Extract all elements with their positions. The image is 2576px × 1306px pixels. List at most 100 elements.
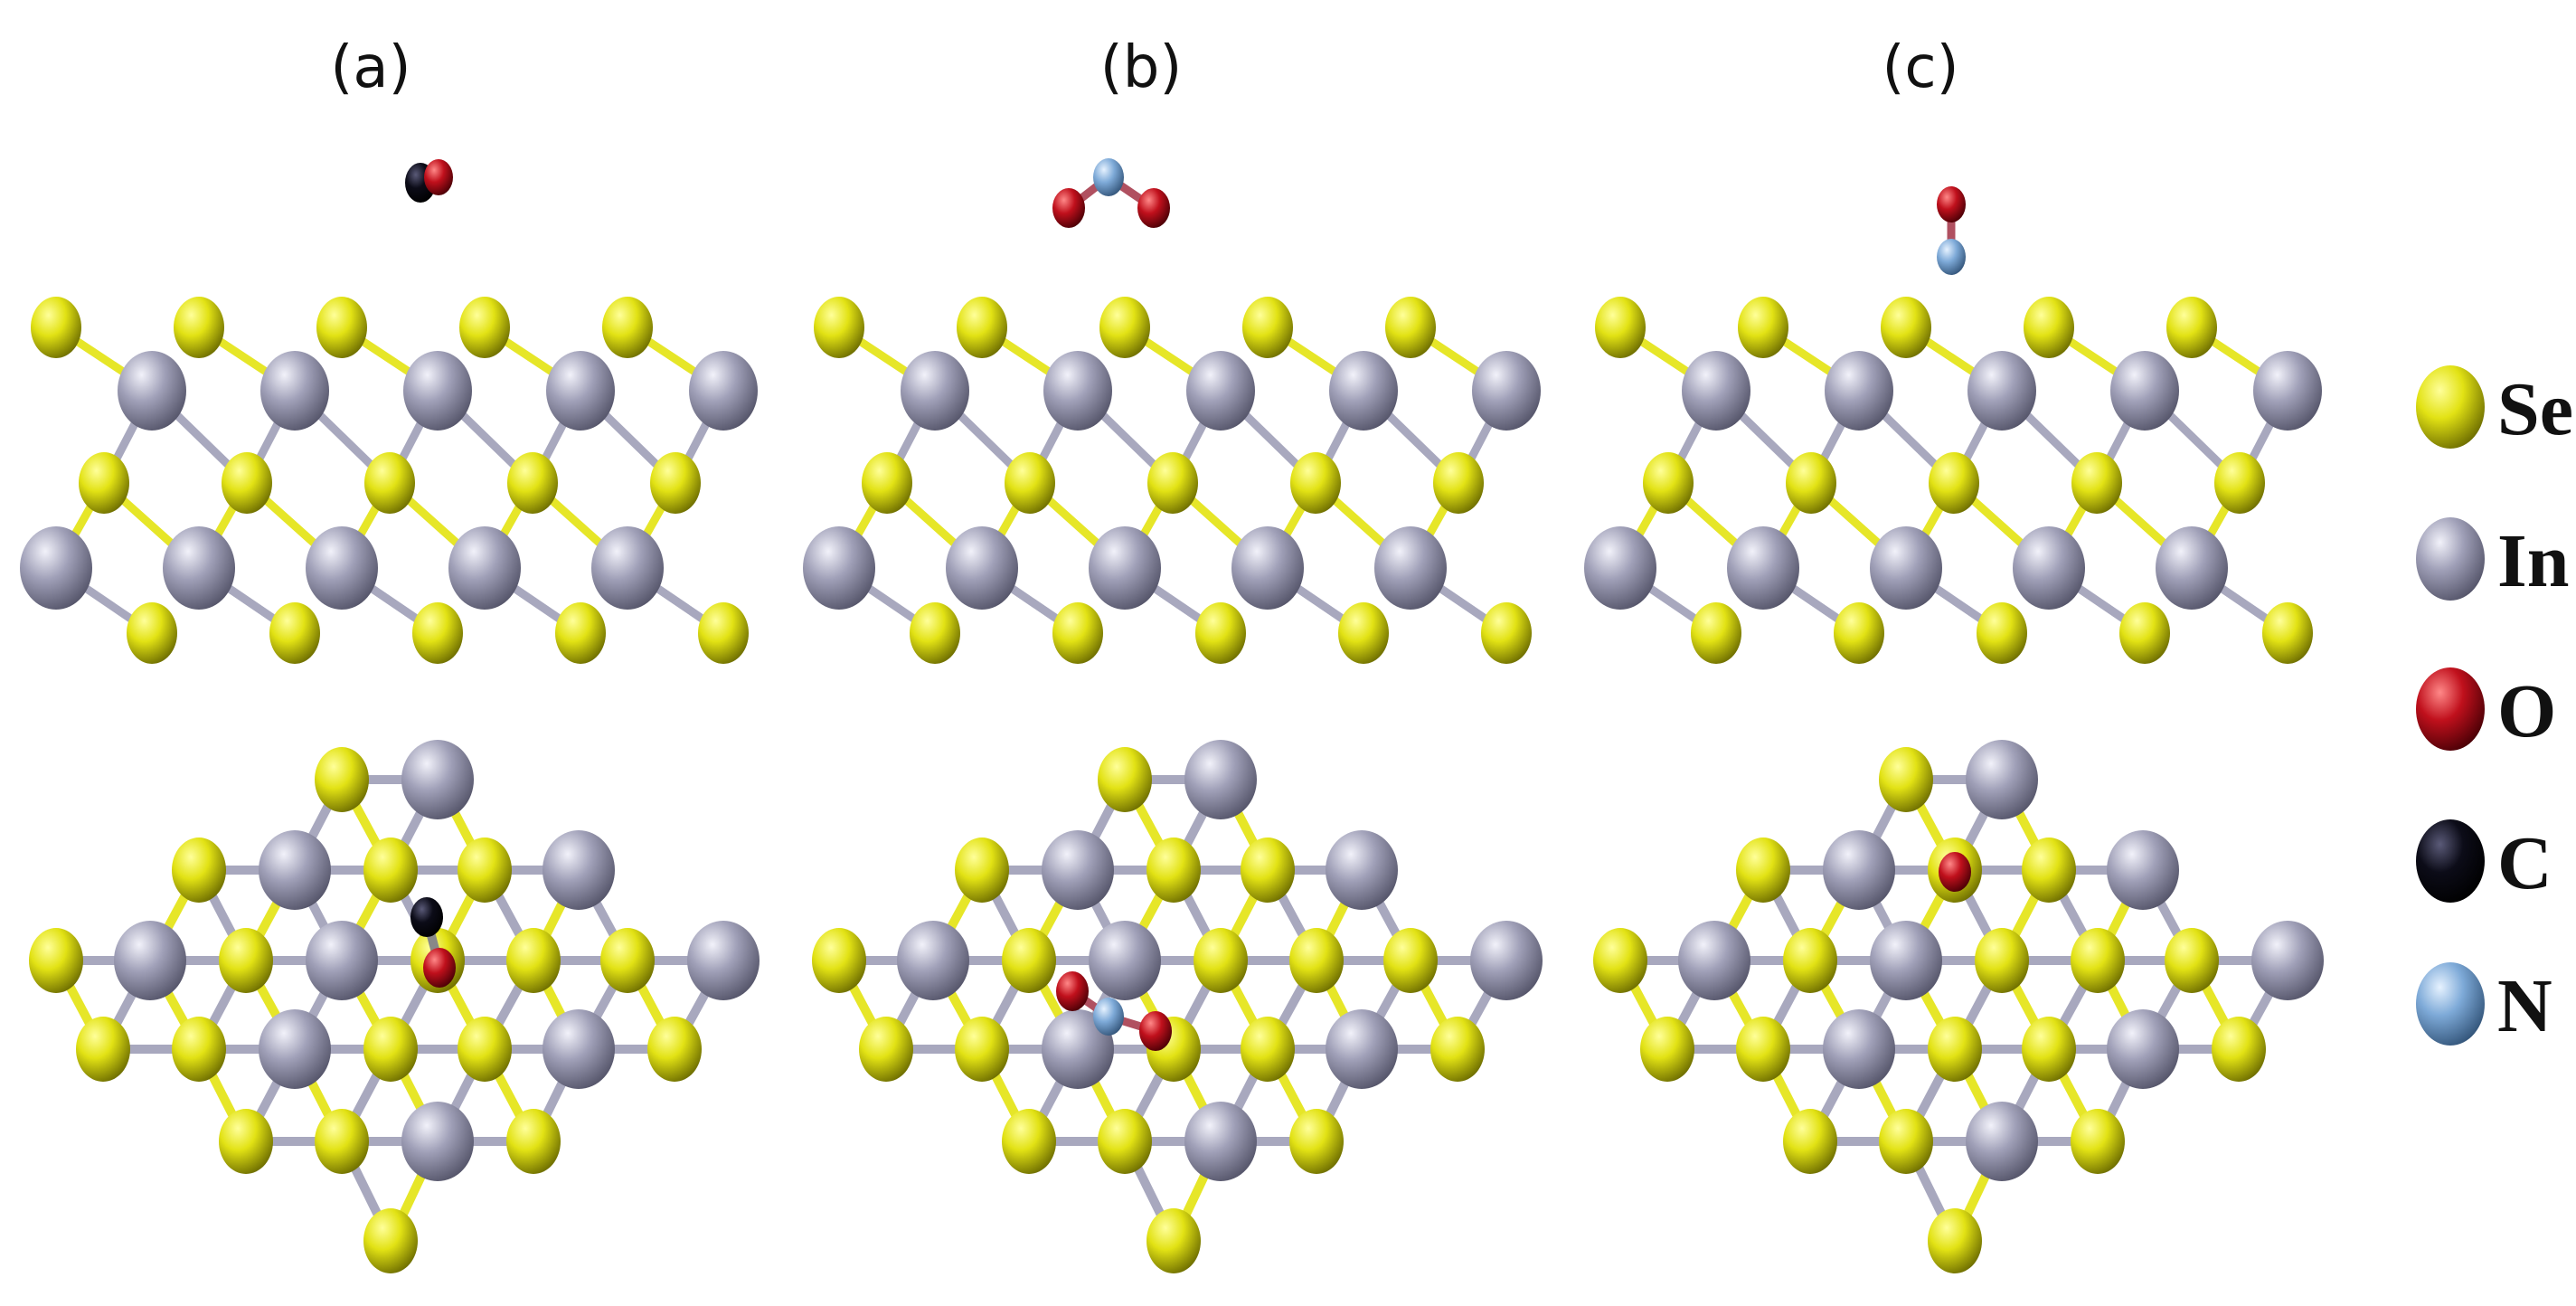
se-atom [650, 452, 701, 514]
legend-n-label: N [2497, 964, 2552, 1048]
c-atom [410, 897, 443, 937]
in-atom [1966, 1102, 2038, 1181]
se-atom [506, 928, 561, 993]
legend-in-atom [2416, 517, 2485, 601]
legend-entry-in: In [2416, 517, 2569, 603]
in-atom [1823, 830, 1895, 910]
in-atom [2107, 830, 2179, 910]
se-atom [315, 1109, 369, 1174]
se-atom [1783, 928, 1837, 993]
se-atom [459, 297, 510, 358]
se-atom [1099, 297, 1150, 358]
o-atom [1137, 188, 1170, 228]
in-atom [1470, 921, 1543, 1000]
se-atom [363, 838, 418, 903]
se-atom [1002, 1109, 1056, 1174]
side-view-a [20, 297, 758, 664]
se-atom [2071, 1109, 2125, 1174]
se-atom [1783, 1109, 1837, 1174]
se-atom [1383, 928, 1438, 993]
n-atom [1093, 998, 1124, 1036]
in-atom [1329, 351, 1398, 431]
se-atom [2024, 297, 2074, 358]
se-atom [1643, 452, 1694, 514]
in-atom [901, 351, 969, 431]
n-atom [1093, 158, 1124, 196]
in-atom [1967, 351, 2036, 431]
se-atom [79, 452, 129, 514]
molecule-no2-b-top [1056, 971, 1172, 1051]
se-atom [2166, 297, 2217, 358]
in-atom [591, 526, 664, 610]
se-atom [1879, 1109, 1933, 1174]
se-atom [1430, 1017, 1485, 1082]
in-atom [1231, 526, 1304, 610]
element-legend: Se In O C N [2416, 365, 2573, 1048]
side-view-c [1584, 297, 2322, 664]
se-atom [1834, 602, 1884, 664]
in-atom [803, 526, 875, 610]
o-atom [1939, 852, 1971, 892]
se-atom [219, 928, 273, 993]
legend-c-atom [2416, 819, 2485, 903]
in-atom [306, 526, 378, 610]
molecule-no-c [1937, 186, 1966, 275]
se-atom [1385, 297, 1436, 358]
legend-se-label: Se [2497, 367, 2573, 451]
legend-in-label: In [2497, 519, 2569, 603]
se-atom [222, 452, 272, 514]
se-atom [2165, 928, 2219, 993]
se-atom [2214, 452, 2265, 514]
in-atom [1089, 921, 1161, 1000]
se-atom [315, 747, 369, 812]
se-atom [1975, 928, 2029, 993]
o-atom [1937, 186, 1966, 222]
se-atom [127, 602, 177, 664]
molecule-co-a-top [410, 897, 456, 988]
se-atom [31, 297, 81, 358]
se-atom [814, 297, 864, 358]
se-atom [1481, 602, 1532, 664]
in-atom [306, 921, 378, 1000]
se-atom [1098, 747, 1152, 812]
se-atom [1289, 928, 1344, 993]
se-atom [412, 602, 463, 664]
se-atom [269, 602, 320, 664]
panel-label-b: (b) [1100, 34, 1183, 101]
in-atom [1042, 1009, 1114, 1089]
se-atom [506, 1109, 561, 1174]
in-atom [543, 830, 615, 910]
se-atom [2071, 928, 2125, 993]
se-atom [2119, 602, 2170, 664]
se-atom [29, 928, 83, 993]
in-atom [2013, 526, 2085, 610]
in-atom [1870, 526, 1942, 610]
in-atom [897, 921, 969, 1000]
o-atom [424, 159, 453, 195]
in-atom [1727, 526, 1799, 610]
in-atom [546, 351, 615, 431]
legend-entry-o: O [2416, 667, 2556, 753]
se-atom [1242, 297, 1293, 358]
se-atom [364, 452, 415, 514]
molecule-no-c-top [1939, 852, 1971, 892]
se-atom [363, 1208, 418, 1273]
in-atom [1472, 351, 1541, 431]
se-atom [458, 838, 512, 903]
se-atom [174, 297, 224, 358]
in-atom [259, 1009, 331, 1089]
in-atom [20, 526, 92, 610]
legend-o-atom [2416, 667, 2485, 751]
in-atom [689, 351, 758, 431]
se-atom [647, 1017, 702, 1082]
molecule-co-a [405, 159, 453, 203]
se-atom [172, 1017, 226, 1082]
se-atom [1786, 452, 1836, 514]
se-atom [76, 1017, 130, 1082]
se-atom [2022, 1017, 2076, 1082]
se-atom [1005, 452, 1055, 514]
se-atom [1977, 602, 2027, 664]
in-atom [2110, 351, 2179, 431]
in-atom [1682, 351, 1750, 431]
